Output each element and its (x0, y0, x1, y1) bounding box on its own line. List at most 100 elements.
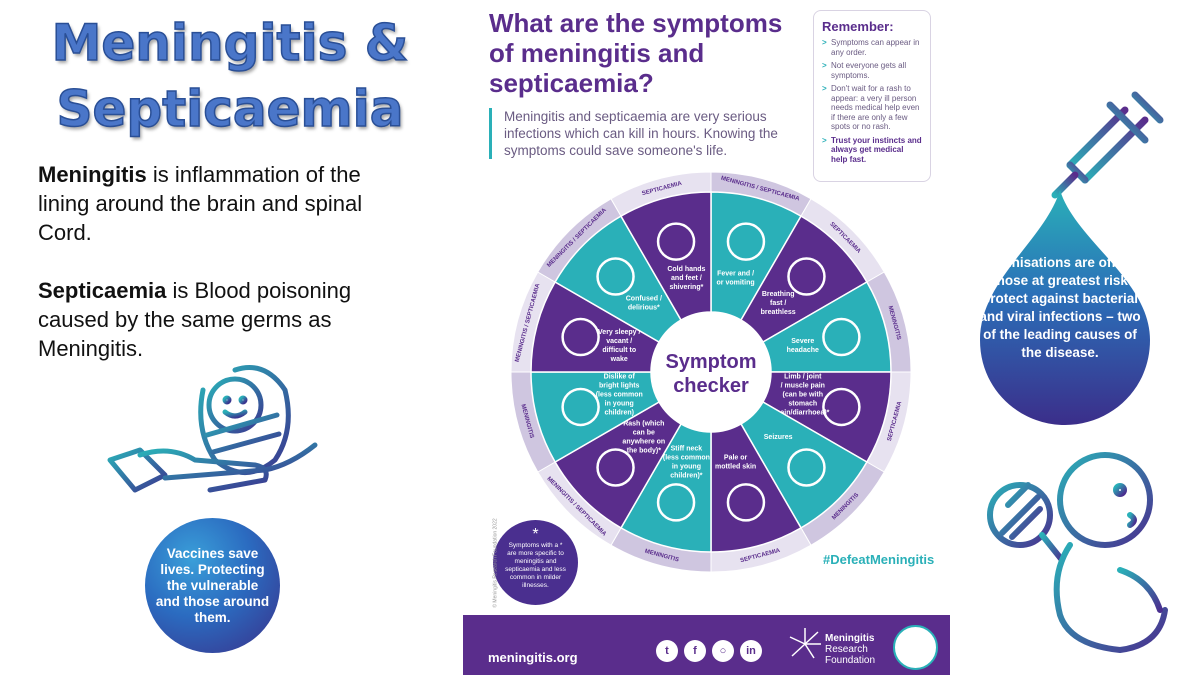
symptom-label-line: bright lights (599, 383, 640, 390)
center-title-2: checker (673, 375, 749, 397)
symptom-icon (596, 257, 635, 296)
symptom-label: Confused / delirious* (626, 295, 662, 311)
symptom-label: Seizures (764, 434, 793, 441)
symptom-label: Fever and / or vomiting (717, 271, 755, 287)
symptom-icon (822, 387, 861, 427)
meningitis-term: Meningitis (38, 162, 147, 187)
symptom-label-line: children) (604, 410, 634, 417)
symptom-label-line: Cold hands (667, 266, 705, 273)
poster-intro: Meningitis and septicaemia are very seri… (489, 108, 804, 159)
footnote-text: Symptoms with a * are more specific to m… (505, 542, 566, 589)
symptom-icon (561, 387, 600, 427)
globe-seal-icon (893, 625, 938, 670)
symptom-label-line: / muscle pain (781, 383, 825, 390)
slide-title: Meningitis & Septicaemia (30, 10, 430, 142)
symptom-label-line: delirious* (628, 304, 660, 311)
immunisation-drop-text: Immunisations are offered to those at gr… (975, 255, 1145, 360)
symptom-label-line: Severe (791, 338, 814, 345)
definitions: Meningitis is inflammation of the lining… (38, 160, 398, 392)
symptom-label-line: vacant / (606, 338, 632, 345)
symptom-label-line: Pale or (724, 454, 748, 461)
linkedin-icon[interactable]: in (740, 640, 762, 662)
symptom-label-line: wake (610, 356, 628, 363)
footnote-bubble: * Symptoms with a * are more specific to… (493, 520, 578, 605)
symptom-icon (561, 317, 600, 357)
symptom-label-line: Confused / (626, 295, 662, 302)
center-disc (651, 312, 771, 432)
septicaemia-text: is Blood poisoning caused by the same ge… (38, 278, 352, 361)
copyright: © Meningitis Research Foundation 2022 (492, 518, 499, 608)
poster-question: What are the symptoms of meningitis and … (489, 8, 789, 98)
symptom-label-line: (less common (663, 454, 710, 461)
instagram-icon[interactable]: ○ (712, 640, 734, 662)
symptom-label-line: Dislike of (604, 374, 636, 381)
symptom-label-line: Breathing (762, 291, 795, 298)
question-line-2: of meningitis and (489, 38, 705, 68)
symptom-icon (787, 448, 826, 487)
symptom-label: Rash (which can be anywhere on the body)* (622, 421, 665, 455)
septicaemia-definition: Septicaemia is Blood poisoning caused by… (38, 276, 398, 363)
center-title-1: Symptom (665, 351, 756, 373)
question-line-1: What are the symptoms (489, 8, 783, 38)
child-magnifier-icon (987, 452, 1168, 653)
symptom-label-line: and feet / (671, 275, 702, 282)
poster-footer: meningitis.org t f ○ in Meningitis Resea… (463, 615, 950, 675)
symptom-label-line: or vomiting (717, 280, 755, 287)
remember-item: Trust your instincts and always get medi… (822, 136, 922, 165)
twitter-icon[interactable]: t (656, 640, 678, 662)
symptom-label-line: Stiff neck (671, 445, 703, 452)
meningitis-text: is inflammation of the lining around the… (38, 162, 363, 245)
symptom-label-line: can be (633, 430, 655, 437)
remember-item: Don't wait for a rash to appear: a very … (822, 84, 922, 132)
remember-box: Remember: Symptoms can appear in any ord… (813, 10, 931, 182)
symptom-icon (656, 222, 696, 261)
symptom-label-line: shivering* (669, 284, 703, 291)
question-line-3: septicaemia? (489, 68, 654, 98)
remember-title: Remember: (822, 19, 894, 34)
asterisk: * (532, 526, 539, 543)
symptom-label-line: Fever and / (717, 271, 754, 278)
meningitis-definition: Meningitis is inflammation of the lining… (38, 160, 398, 247)
symptom-label: Stiff neck (less common in young children)* (663, 445, 710, 479)
symptom-icon (822, 317, 861, 357)
baby-in-hand-icon (107, 365, 318, 493)
symptom-label-line: breathless (761, 309, 796, 316)
symptom-label: Dislike of bright lights (less common in yo… (596, 374, 643, 417)
symptom-label: Pale or mottled skin (715, 454, 756, 470)
org-name-3: Foundation (825, 655, 876, 666)
symptom-label-line: (less common (596, 392, 643, 399)
symptom-label-line: in young (605, 401, 634, 408)
symptom-icon (596, 448, 635, 487)
hashtag: #DefeatMeningitis (823, 552, 935, 567)
symptom-label-line: Seizures (764, 434, 793, 441)
symptom-label-line: in young (672, 463, 701, 470)
symptom-label-line: pain/diarrhoea)* (776, 410, 830, 417)
remember-item: Not everyone gets all symptoms. (822, 61, 922, 80)
symptom-label-line: the body)* (627, 448, 661, 455)
org-name-1: Meningitis (825, 633, 875, 644)
symptom-icon (787, 257, 826, 296)
starburst-icon (789, 628, 821, 659)
symptom-label-line: stomach (788, 401, 817, 408)
symptom-label-line: anywhere on (622, 439, 665, 446)
symptom-label-line: Rash (which (623, 421, 664, 428)
remember-item: Symptoms can appear in any order. (822, 38, 922, 57)
symptom-label-line: mottled skin (715, 463, 756, 470)
vaccines-bubble: Vaccines save lives. Protecting the vuln… (145, 518, 280, 653)
title-line-1: Meningitis & (51, 13, 409, 73)
symptom-icon (656, 483, 696, 522)
remember-list: Symptoms can appear in any order. Not ev… (822, 38, 922, 164)
symptom-label-line: difficult to (602, 347, 636, 354)
symptom-label-line: (can be with (783, 392, 823, 399)
vaccines-bubble-text: Vaccines save lives. Protecting the vuln… (155, 545, 270, 625)
symptom-label-line: children)* (670, 472, 703, 479)
title-line-2: Septicaemia (56, 79, 405, 139)
facebook-icon[interactable]: f (684, 640, 706, 662)
septicaemia-term: Septicaemia (38, 278, 167, 303)
website-link[interactable]: meningitis.org (488, 650, 578, 665)
syringe-drop-icon (980, 91, 1164, 425)
